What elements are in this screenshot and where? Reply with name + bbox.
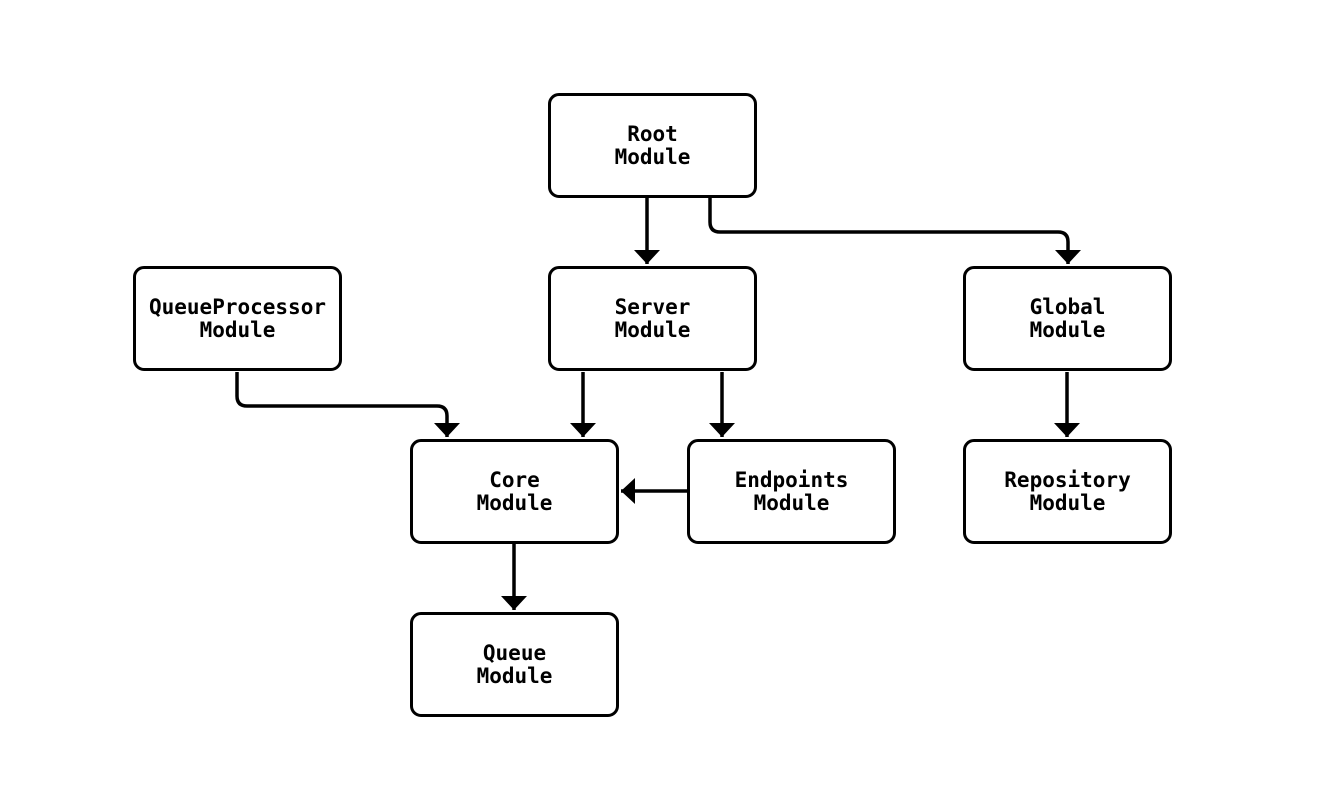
edge-root-to-global xyxy=(708,198,1081,264)
edge-group xyxy=(235,198,1081,610)
node-label-line: Module xyxy=(476,490,553,515)
node-label-line: Endpoints xyxy=(734,467,849,492)
node-label-line: Module xyxy=(1029,490,1106,515)
node-label-line: Module xyxy=(199,317,276,342)
node-label-line: Root xyxy=(627,121,678,146)
node-label-line: QueueProcessor xyxy=(148,294,326,319)
node-label-line: Module xyxy=(476,663,553,688)
node-label-line: Module xyxy=(614,144,691,169)
node-label-line: Server xyxy=(614,294,691,319)
node-label-line: Repository xyxy=(1004,467,1131,492)
node-label-line: Module xyxy=(614,317,691,342)
node-label-line: Module xyxy=(753,490,830,515)
node-label-line: Global xyxy=(1029,294,1106,319)
node-label-line: Queue xyxy=(482,640,547,665)
node-label-line: Core xyxy=(489,467,540,492)
edge-queueprocessor-to-core xyxy=(235,372,460,437)
node-label-line: Module xyxy=(1029,317,1106,342)
